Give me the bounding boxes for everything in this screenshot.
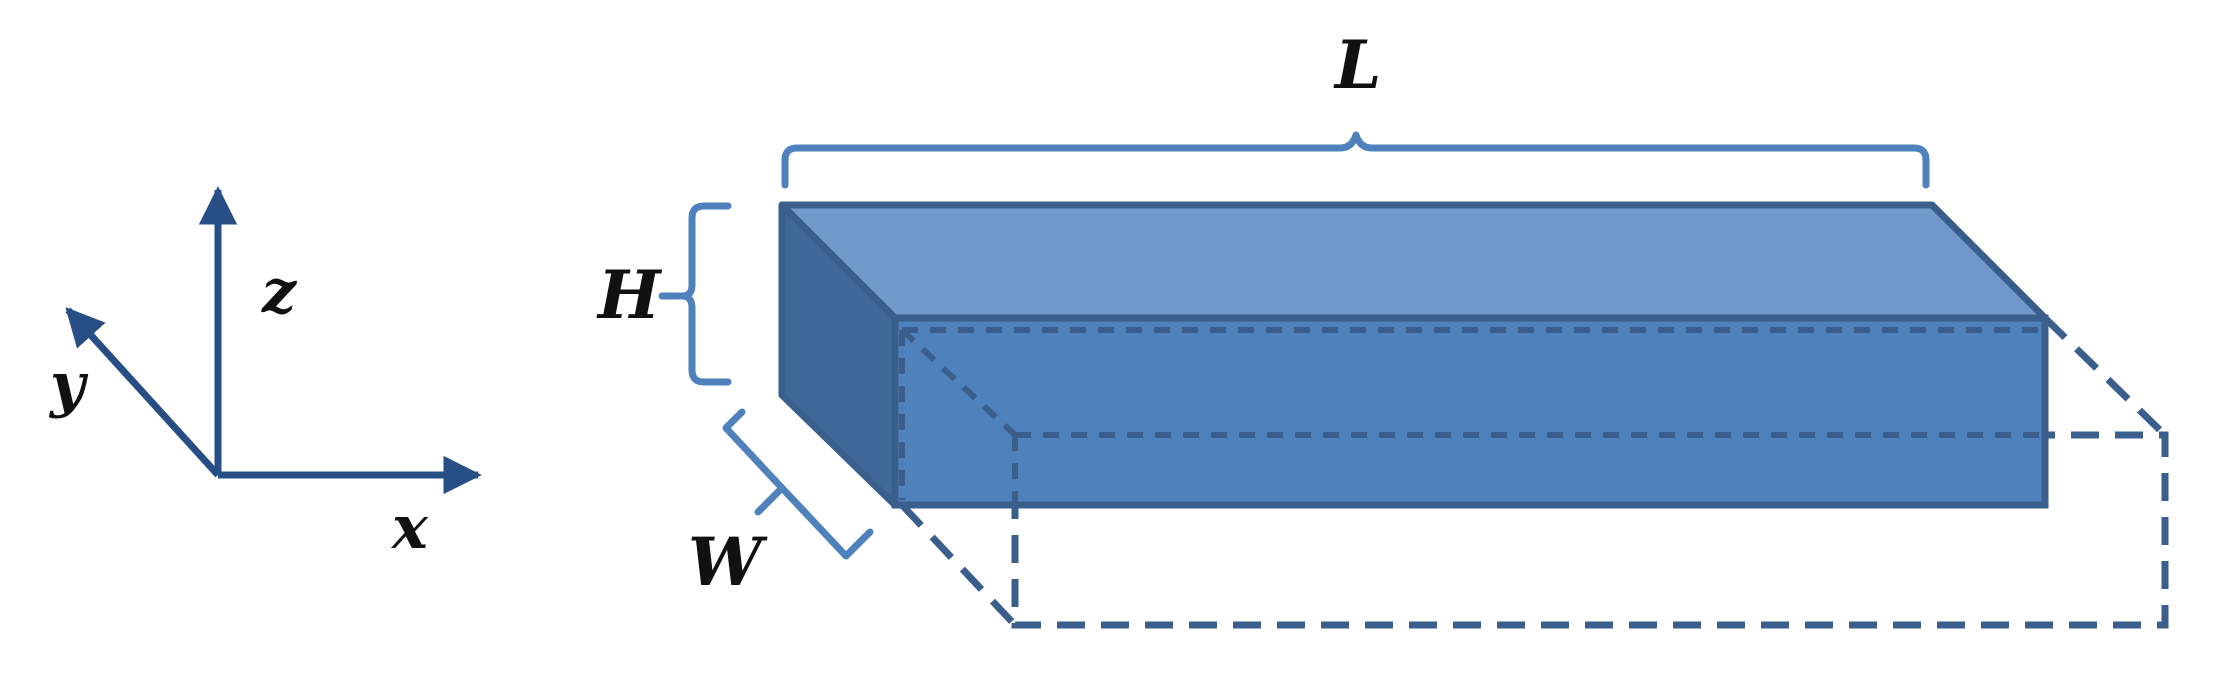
- width-label: W: [688, 523, 768, 601]
- x-axis-label: x: [390, 493, 429, 563]
- dashed-rear-bottom-edge: [899, 502, 1018, 628]
- solid-beam: [778, 201, 2049, 509]
- width-bracket: [722, 408, 874, 560]
- height-label: H: [596, 256, 663, 334]
- y-axis-label: y: [48, 350, 89, 420]
- length-bracket: [781, 131, 1930, 189]
- length-label: L: [1333, 26, 1381, 104]
- z-axis-label: z: [261, 257, 298, 327]
- beam-front-face: [891, 314, 2049, 509]
- dashed-right-diagonal-edge: [2042, 315, 2168, 438]
- dimension-brackets: [658, 131, 1930, 560]
- y-axis-arrow: [65, 307, 221, 478]
- height-bracket: [658, 202, 732, 386]
- beam-top-face: [778, 201, 2049, 322]
- hidden-dashed-lines: [899, 327, 2045, 505]
- coordinate-axes: z x y: [48, 186, 482, 563]
